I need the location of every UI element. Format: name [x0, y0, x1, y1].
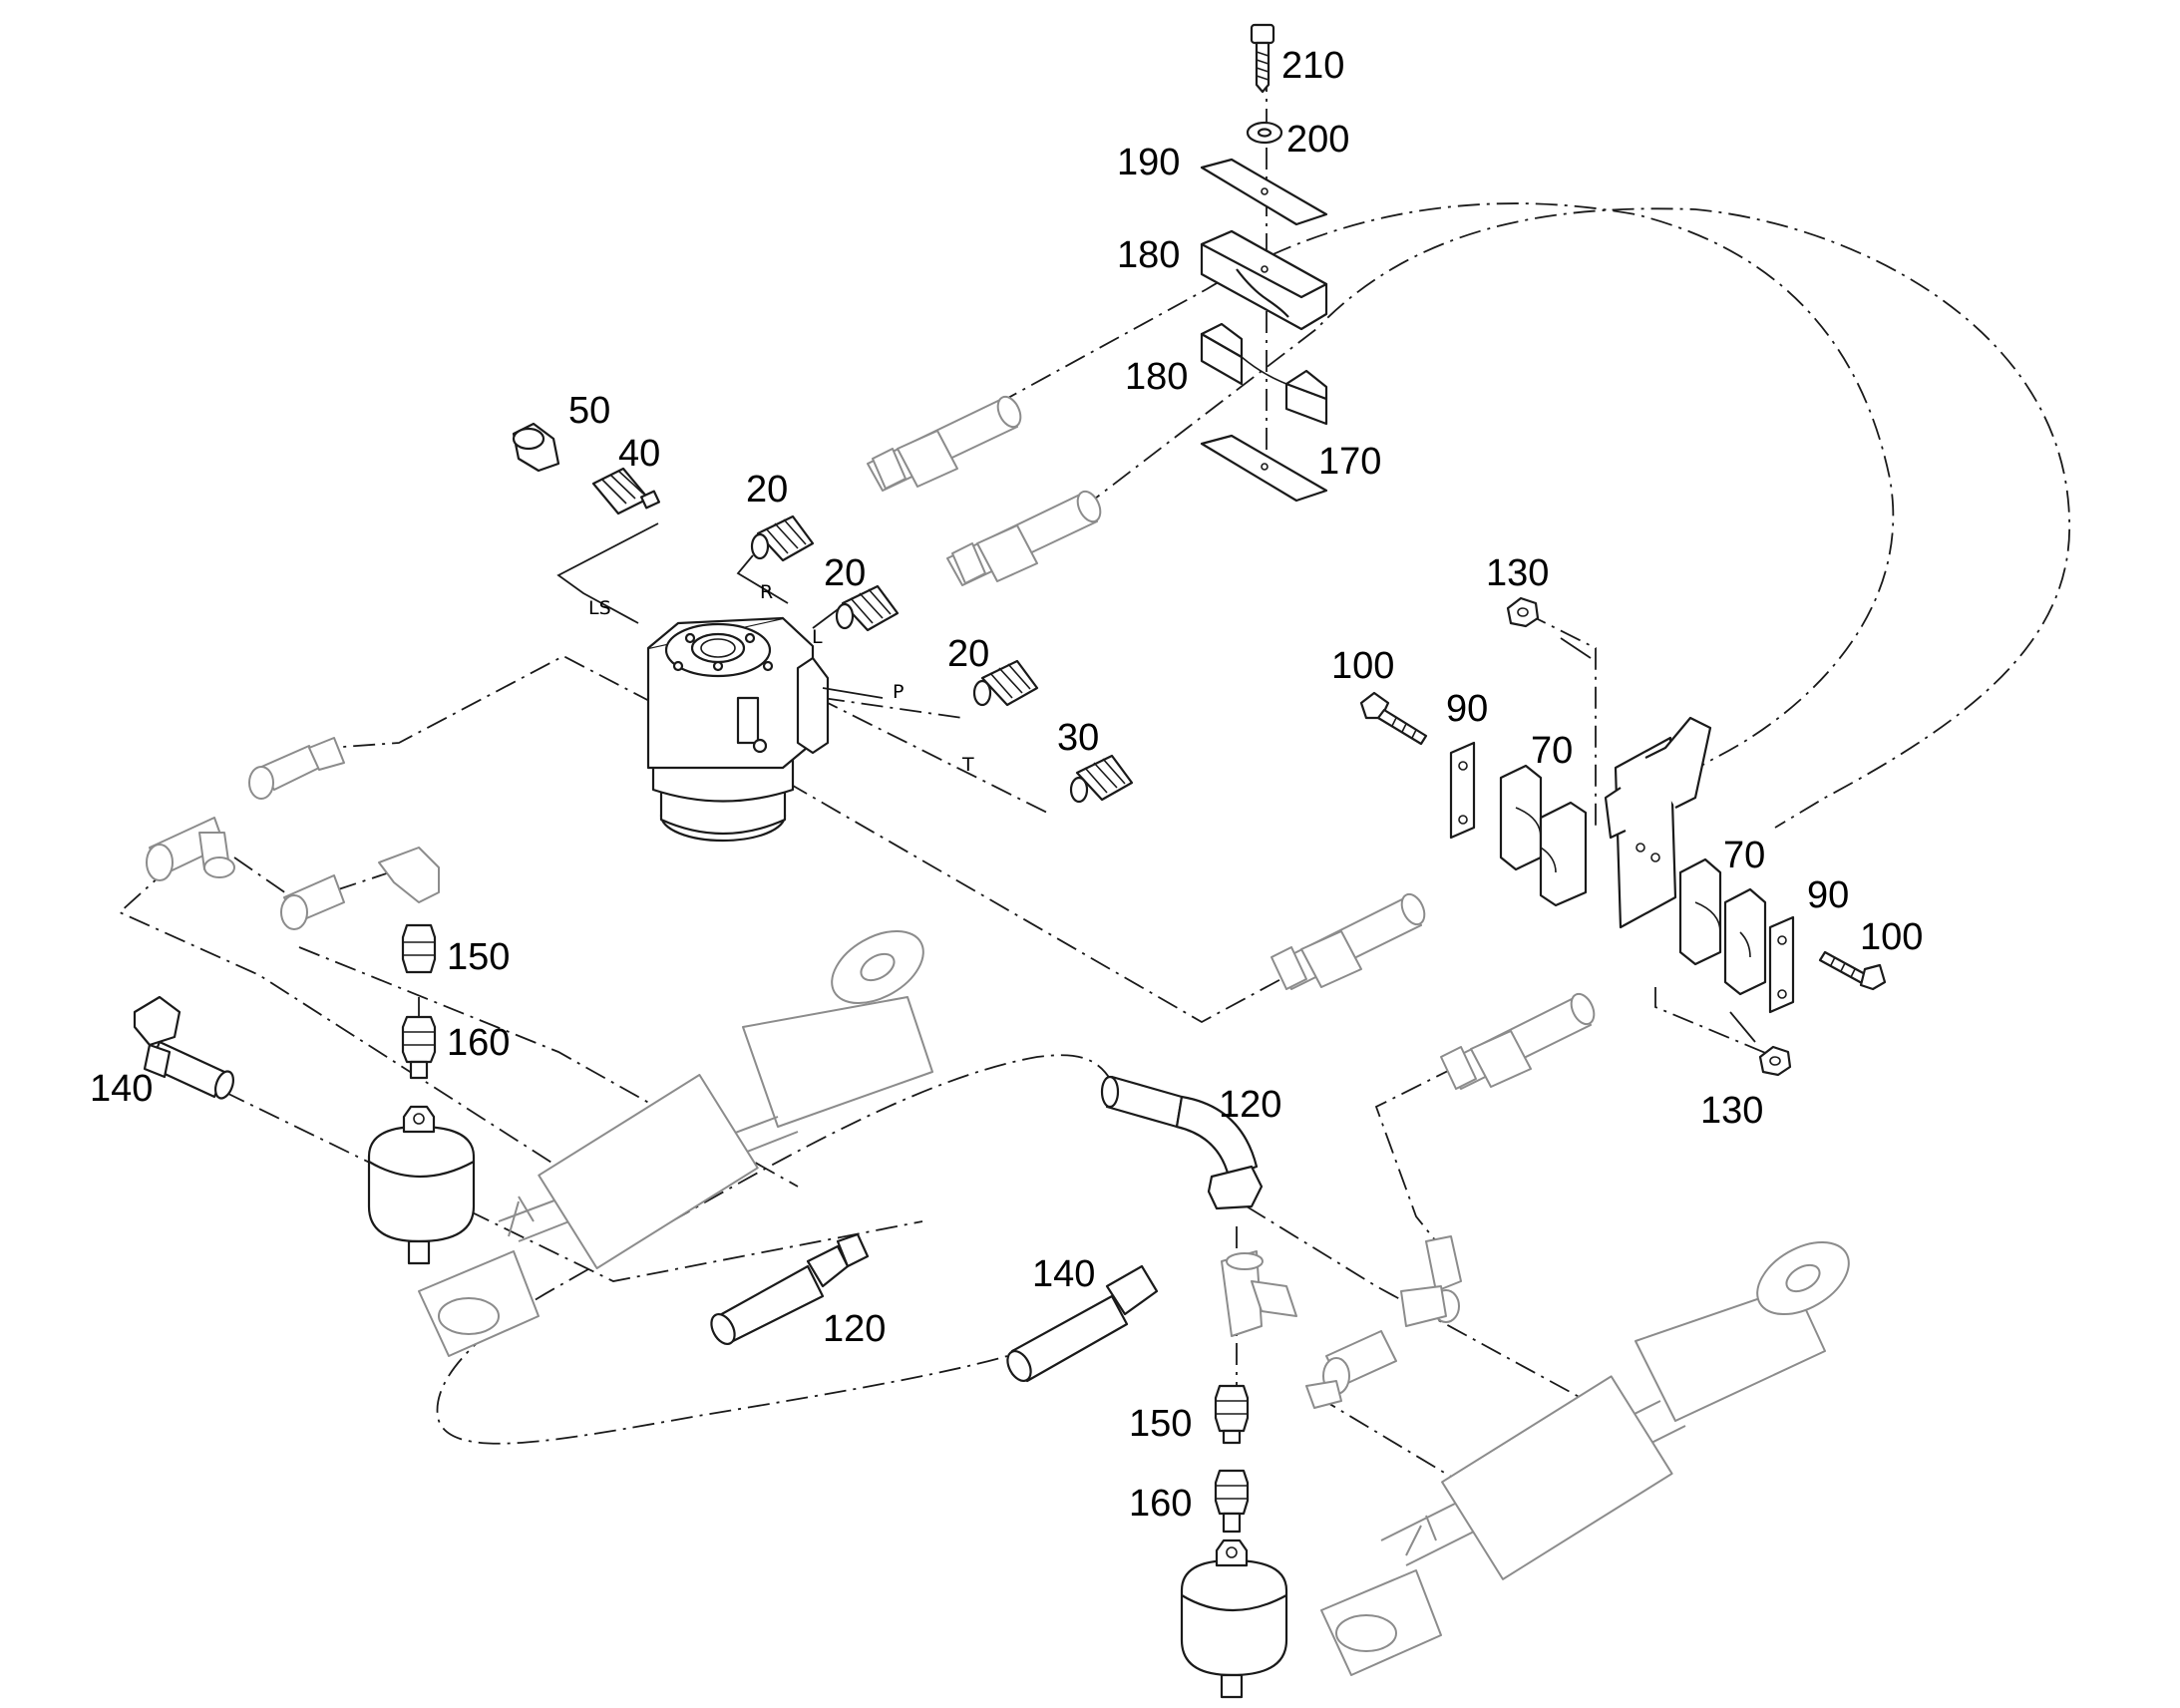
- port-label-ls: LS: [588, 597, 611, 619]
- callout-leaders: [1560, 637, 1756, 1043]
- callout-140-mid: 140: [1032, 1253, 1095, 1295]
- left-elbow-lower: [280, 847, 440, 930]
- fitting-40: [591, 467, 660, 515]
- port-label-r: R: [760, 581, 773, 603]
- route-right-hose: [1374, 1066, 1457, 1267]
- nut-130-lower: [1758, 1045, 1792, 1077]
- callout-210: 210: [1281, 45, 1344, 87]
- callout-100-right: 100: [1860, 916, 1923, 958]
- callout-150-lower: 150: [1129, 1403, 1192, 1445]
- mid-hose-right: [1440, 992, 1596, 1090]
- callout-90-right: 90: [1807, 874, 1849, 916]
- callout-160-lower: 160: [1129, 1483, 1192, 1525]
- callout-30: 30: [1057, 717, 1099, 759]
- callout-20-r: 20: [746, 469, 788, 511]
- right-elbow-upper: [1400, 1235, 1462, 1327]
- upper-hose-l: [946, 490, 1102, 586]
- callout-180-lower: 180: [1125, 356, 1188, 398]
- bracket-main: [1604, 716, 1712, 929]
- callout-90-left: 90: [1446, 688, 1488, 730]
- callout-160-left: 160: [447, 1022, 510, 1064]
- lower-accumulator: [1180, 1538, 1288, 1699]
- route-orbitrol-left: [328, 654, 654, 749]
- route-bracket-bolt-lower: [1654, 987, 1776, 1058]
- bolt-100-right: [1818, 950, 1887, 991]
- bolt-100-left: [1359, 691, 1428, 746]
- strap-90-left: [1449, 741, 1476, 840]
- clamp-70-right: [1678, 857, 1767, 996]
- left-adapter-150: [401, 923, 437, 974]
- port-label-t: T: [961, 754, 974, 776]
- plate-190: [1200, 158, 1328, 226]
- callout-130-upper: 130: [1486, 552, 1549, 594]
- callout-140-left: 140: [90, 1068, 153, 1110]
- callout-170: 170: [1318, 441, 1381, 483]
- callout-190: 190: [1117, 142, 1180, 183]
- mid-hose-140-right: [1006, 1264, 1159, 1383]
- callout-20-p: 20: [947, 633, 989, 675]
- fitting-20-p: [972, 659, 1039, 707]
- fitting-30: [1069, 754, 1134, 804]
- lower-adapter-160: [1214, 1469, 1250, 1534]
- callout-130-lower: 130: [1700, 1090, 1763, 1132]
- route-cyl-left: [298, 946, 799, 1188]
- callout-20-l: 20: [824, 552, 866, 594]
- steering-unit: [646, 616, 830, 843]
- clamp-half-180-lower: [1200, 322, 1328, 426]
- route-p: [822, 697, 963, 719]
- port-label-p: P: [893, 681, 904, 703]
- right-steering-cylinder: [1320, 1240, 1850, 1676]
- right-elbow-lower: [1305, 1330, 1397, 1409]
- fitting-50: [512, 422, 560, 473]
- mid-hose-120-left: [710, 1232, 870, 1345]
- strap-90-right: [1768, 915, 1795, 1014]
- route-bracket-bolt-upper: [1525, 612, 1597, 828]
- callout-150-left: 150: [447, 936, 510, 978]
- route-upper-loop-inner: [1081, 207, 2070, 829]
- upper-hose-r: [867, 395, 1022, 492]
- fitting-20-r: [750, 514, 815, 562]
- nut-130-upper: [1506, 596, 1540, 628]
- callout-120-upper: 120: [1219, 1084, 1281, 1126]
- callout-180-upper: 180: [1117, 234, 1180, 276]
- route-lower-loop: [436, 1054, 1113, 1445]
- route-t: [817, 697, 1048, 814]
- lower-tee: [1221, 1250, 1297, 1337]
- left-elbow-upper: [248, 737, 345, 800]
- left-steering-cylinder: [418, 929, 933, 1357]
- plate-170: [1200, 434, 1328, 503]
- callout-200: 200: [1286, 119, 1349, 161]
- washer-200: [1246, 121, 1283, 145]
- left-adapter-160: [401, 1015, 437, 1080]
- fitting-20-l: [835, 584, 900, 632]
- clamp-70-left: [1499, 764, 1588, 907]
- mid-hose-left: [1271, 892, 1426, 990]
- left-hose-140: [133, 995, 235, 1100]
- route-orbitrol-lower: [787, 782, 1387, 1024]
- port-label-l: L: [812, 626, 823, 648]
- route-upper-loop-outer: [996, 202, 1895, 799]
- callout-50: 50: [568, 390, 610, 432]
- left-accumulator: [367, 1105, 476, 1265]
- lower-adapter-150: [1214, 1384, 1250, 1445]
- callout-70-left: 70: [1531, 730, 1573, 772]
- callout-40: 40: [618, 433, 660, 475]
- port-leaders: [556, 522, 884, 699]
- bolt-210: [1250, 23, 1275, 94]
- clamp-half-180-upper: [1200, 229, 1328, 331]
- route-140-left: [223, 1091, 923, 1282]
- callout-100-left: 100: [1331, 645, 1394, 687]
- route-tee-right: [1246, 1205, 1597, 1407]
- left-tee: [146, 817, 235, 881]
- callout-70-right: 70: [1723, 835, 1765, 876]
- hose-120-elbow: [1100, 1075, 1264, 1210]
- callout-120-left: 120: [823, 1308, 886, 1350]
